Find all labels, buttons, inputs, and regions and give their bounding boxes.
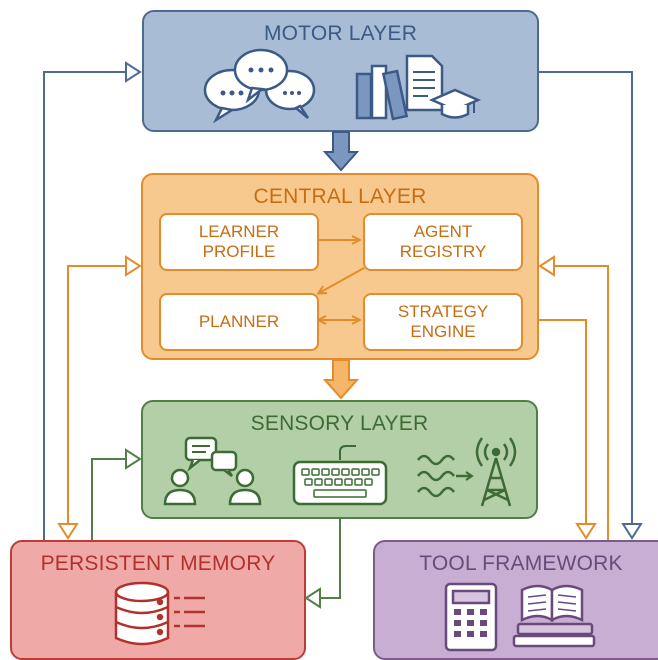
arrowhead-icon — [575, 523, 597, 540]
database-icon — [114, 581, 205, 646]
learner-profile-module: LEARNER PROFILE — [159, 213, 319, 271]
sensory-to-memory-link — [320, 519, 341, 599]
signal-tower-icon — [417, 437, 517, 507]
agent-registry-module: AGENT REGISTRY — [363, 213, 523, 271]
persistent-memory-title: PERSISTENT MEMORY — [40, 552, 276, 575]
memory-to-sensory-link — [91, 458, 128, 540]
arrowhead-icon — [57, 523, 79, 540]
tools-to-central-link — [554, 265, 609, 540]
tool-framework-title: TOOL FRAMEWORK — [419, 552, 623, 575]
planner-module: PLANNER — [159, 293, 319, 351]
arrowhead-icon — [538, 255, 555, 277]
arrowhead-icon — [125, 448, 142, 470]
motor-layer-title: MOTOR LAYER — [263, 22, 418, 45]
arrowhead-icon — [125, 255, 142, 277]
motor-to-tools-arrow — [539, 71, 633, 524]
books-document-mortarboard-icon — [355, 54, 482, 121]
motor-layer: MOTOR LAYER — [142, 10, 539, 132]
arrowhead-icon — [304, 587, 321, 609]
speech-bubbles-icon — [203, 48, 316, 124]
memory-to-motor-arrow — [43, 71, 128, 540]
keyboard-icon — [292, 445, 388, 506]
motor-to-central-arrow — [322, 131, 360, 172]
central-to-sensory-arrow — [322, 359, 360, 400]
central-memory-left-link — [67, 265, 128, 526]
calculator-icon — [444, 582, 498, 652]
registry-to-planner-arrow — [319, 267, 365, 293]
arrowhead-icon — [125, 61, 142, 83]
open-book-icon — [512, 584, 596, 648]
strategy-engine-module: STRATEGY ENGINE — [363, 293, 523, 351]
strategy-to-tools-link — [539, 319, 587, 526]
chatting-users-icon — [163, 436, 262, 506]
central-layer: CENTRAL LAYER LEARNER PROFILE AGENT REGI… — [141, 173, 539, 360]
central-layer-title: CENTRAL LAYER — [253, 185, 427, 208]
arrowhead-icon — [621, 523, 643, 540]
sensory-layer-title: SENSORY LAYER — [250, 412, 429, 435]
